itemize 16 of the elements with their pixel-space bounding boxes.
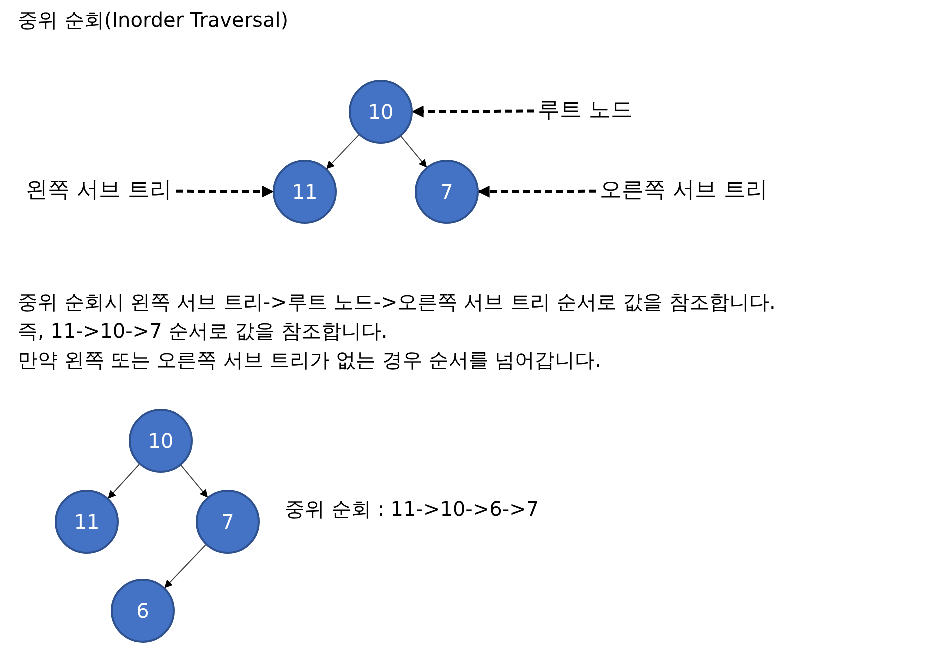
arrow <box>412 106 534 118</box>
node-label: 루트 노드 <box>534 100 637 122</box>
arrow <box>478 186 596 198</box>
title: 중위 순회(Inorder Traversal) <box>18 8 289 33</box>
node-label: 왼쪽 서브 트리 <box>22 180 176 202</box>
arrow <box>400 136 428 168</box>
arrow <box>176 186 274 198</box>
node-label: 오른쪽 서브 트리 <box>596 180 772 202</box>
arrow <box>326 134 360 170</box>
arrow <box>108 464 140 499</box>
description-text: 중위 순회 : 11->10->6->7 <box>285 497 540 522</box>
description-text: 중위 순회시 왼쪽 서브 트리->루트 노드->오른쪽 서브 트리 순서로 값을 참조합니다. <box>18 290 776 315</box>
description-text: 즉, 11->10->7 순서로 값을 참조합니다. <box>18 319 388 344</box>
arrow <box>180 465 208 498</box>
description-text: 만약 왼쪽 또는 오른쪽 서브 트리가 없는 경우 순서를 넘어갑니다. <box>18 348 602 373</box>
arrow <box>164 544 206 588</box>
